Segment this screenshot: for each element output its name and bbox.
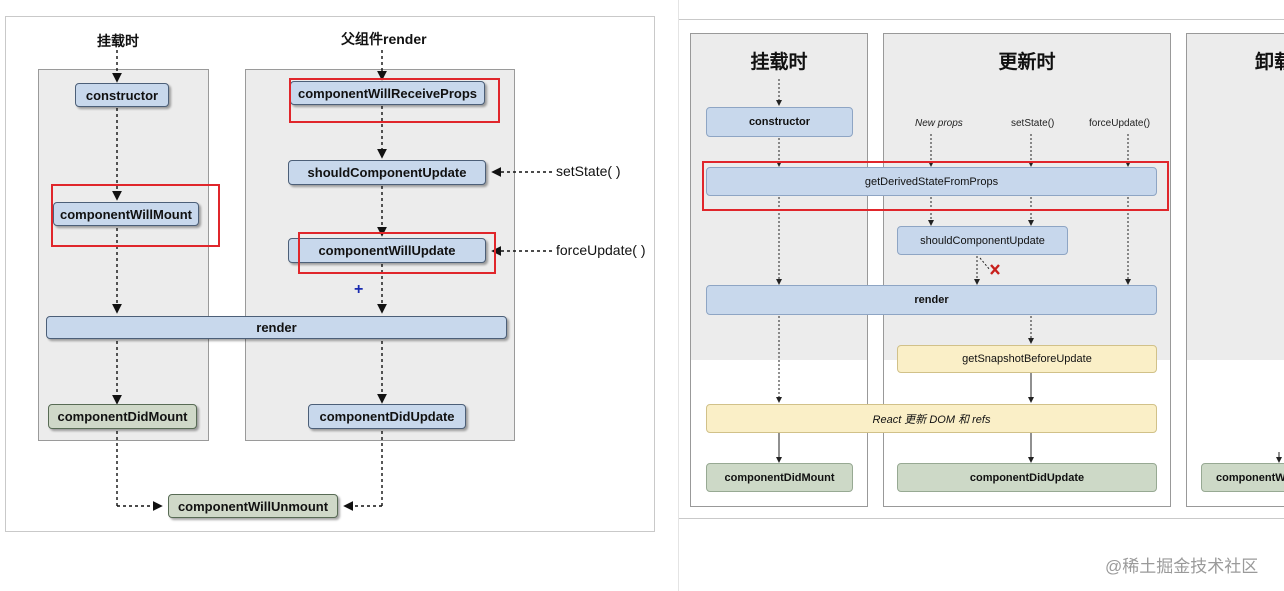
get-snapshot-node: getSnapshotBeforeUpdate: [897, 345, 1157, 373]
vertical-divider: [678, 0, 679, 591]
mount-label: 挂载时: [97, 33, 139, 49]
plus-marker: +: [354, 281, 364, 298]
component-will-update-node: componentWillUpdate: [288, 238, 486, 263]
component-did-mount-node: componentDidMount: [48, 404, 197, 429]
get-derived-state-node: getDerivedStateFromProps: [706, 167, 1157, 196]
r-did-update-node: componentDidUpdate: [897, 463, 1157, 492]
component-will-unmount-node: componentWillUnmount: [168, 494, 338, 518]
react-update-dom-node: React 更新 DOM 和 refs: [706, 404, 1157, 433]
will-receive-props-highlight: [289, 78, 500, 123]
update-column-title: 更新时: [998, 52, 1056, 73]
watermark: @稀土掘金技术社区: [1105, 557, 1259, 576]
render-node: render: [46, 316, 507, 339]
r-render-node: render: [706, 285, 1157, 315]
will-update-highlight: [298, 232, 496, 274]
get-derived-highlight: [702, 161, 1169, 211]
new-props-label: New props: [915, 118, 963, 129]
mount-column-title: 挂载时: [750, 52, 808, 73]
will-mount-highlight: [51, 184, 220, 247]
component-did-update-node: componentDidUpdate: [308, 404, 466, 429]
r-did-mount-node: componentDidMount: [706, 463, 853, 492]
unmount-column-title: 卸载: [1255, 52, 1284, 73]
unmount-column: 卸载: [1186, 33, 1284, 507]
set-state-label: setState( ): [556, 163, 621, 179]
right-diagram-frame: [679, 19, 1284, 519]
r-force-update-label: forceUpdate(): [1089, 118, 1151, 129]
should-component-update-node: shouldComponentUpdate: [288, 160, 486, 185]
component-will-mount-node: componentWillMount: [53, 202, 199, 226]
r-constructor-node: constructor: [706, 107, 853, 137]
mount-panel: [38, 69, 209, 441]
force-update-label: forceUpdate( ): [556, 242, 646, 258]
component-will-receive-props-node: componentWillReceiveProps: [290, 81, 485, 105]
r-set-state-label: setState(): [1011, 118, 1055, 129]
constructor-node: constructor: [75, 83, 169, 107]
r-will-unmount-node: componentW: [1201, 463, 1284, 492]
r-should-update-node: shouldComponentUpdate: [897, 226, 1068, 255]
parent-render-label: 父组件render: [341, 31, 427, 47]
